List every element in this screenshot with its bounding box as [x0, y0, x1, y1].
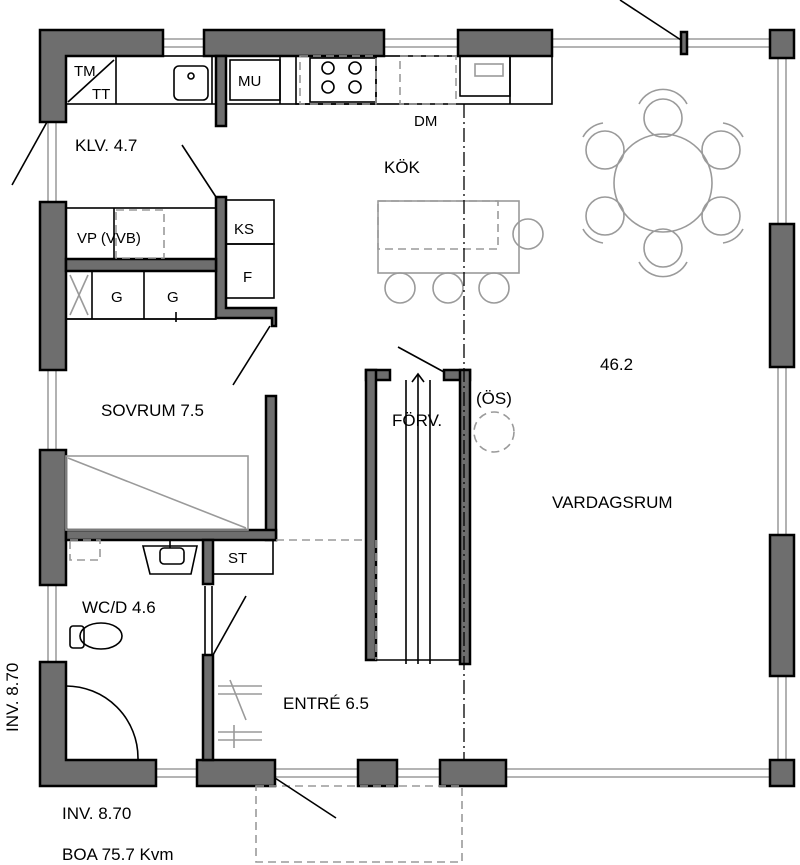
label-side-height: INV. 8.70	[3, 663, 22, 732]
bathroom-fixtures	[65, 411, 515, 863]
label-wardrobe-a: G	[111, 289, 123, 306]
windows	[47, 38, 787, 778]
label-entrance: ENTRÉ 6.5	[283, 694, 369, 713]
label-freezer: F	[243, 269, 252, 286]
dining-table	[582, 88, 744, 278]
label-living-area-total: BOA 75.7 Kvm	[62, 845, 174, 864]
label-living-room: VARDAGSRUM	[552, 493, 673, 512]
label-microwave: MU	[238, 73, 261, 90]
label-living-area: 46.2	[600, 355, 633, 374]
label-wardrobe-b: G	[167, 289, 179, 306]
label-washer-bottom: TT	[92, 86, 110, 103]
kitchen	[65, 55, 553, 304]
label-shower: (ÖS)	[476, 389, 512, 408]
label-washer-top: TM	[74, 63, 96, 80]
label-fridge-freezer: KS	[234, 221, 254, 238]
label-walk-in-closet: KLV. 4.7	[75, 136, 137, 155]
labels: TM TT MU DM KLV. 4.7 KÖK KS VP (VVB) F G…	[3, 63, 673, 864]
exterior-walls	[38, 28, 796, 788]
label-dishwasher: DM	[414, 113, 437, 130]
label-bedroom: SOVRUM 7.5	[101, 401, 204, 420]
label-hall-storage: FÖRV.	[392, 411, 442, 430]
hall-stair	[376, 372, 460, 664]
doors	[11, 0, 689, 819]
label-water-heater: VP (VVB)	[77, 230, 141, 247]
label-wc: WC/D 4.6	[82, 598, 156, 617]
label-cleaning-cabinet: ST	[228, 550, 247, 567]
closet-furniture	[65, 199, 275, 531]
label-kitchen: KÖK	[384, 158, 421, 177]
label-bottom-height: INV. 8.70	[62, 804, 131, 823]
